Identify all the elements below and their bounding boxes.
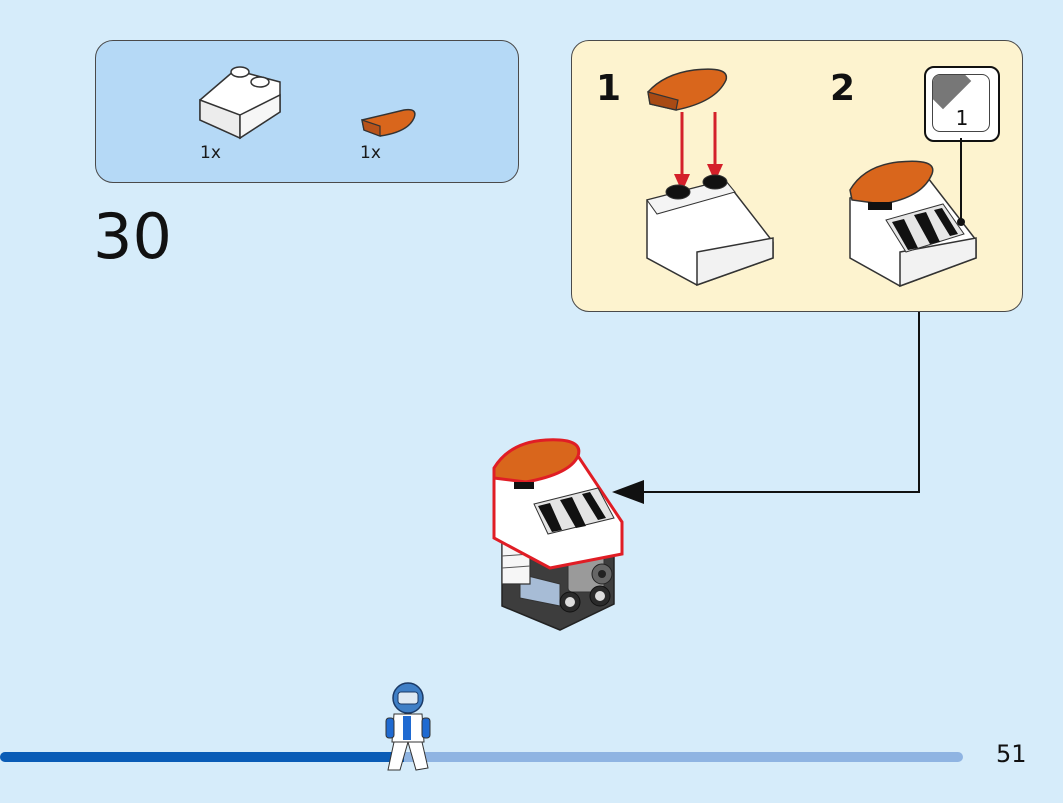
connector-arrow (612, 312, 920, 504)
page-number: 51 (996, 740, 1027, 768)
model-assembly-icon (492, 438, 624, 631)
part-quantity: 1x (360, 143, 381, 163)
orange-round-tile-icon (361, 108, 416, 137)
sticker-label: 1 (955, 106, 969, 130)
substep-number: 2 (830, 68, 856, 109)
callout-leader-line (957, 138, 965, 226)
parts-list-box (95, 40, 519, 183)
step-number: 30 (93, 200, 172, 273)
down-arrow-icon (674, 112, 723, 192)
substep-number: 1 (596, 68, 622, 109)
part-quantity: 1x (200, 143, 221, 163)
sticker-callout: 1 (924, 66, 1000, 142)
minifigure-icon (385, 682, 431, 771)
sticker-icon (932, 74, 990, 132)
progress-fill (0, 752, 404, 762)
assembled-slope-brick-icon (849, 160, 977, 288)
white-slope-brick-icon (646, 174, 774, 287)
white-slope-brick-icon (199, 66, 281, 140)
orange-round-tile-icon (647, 68, 728, 111)
progress-track (0, 752, 963, 762)
